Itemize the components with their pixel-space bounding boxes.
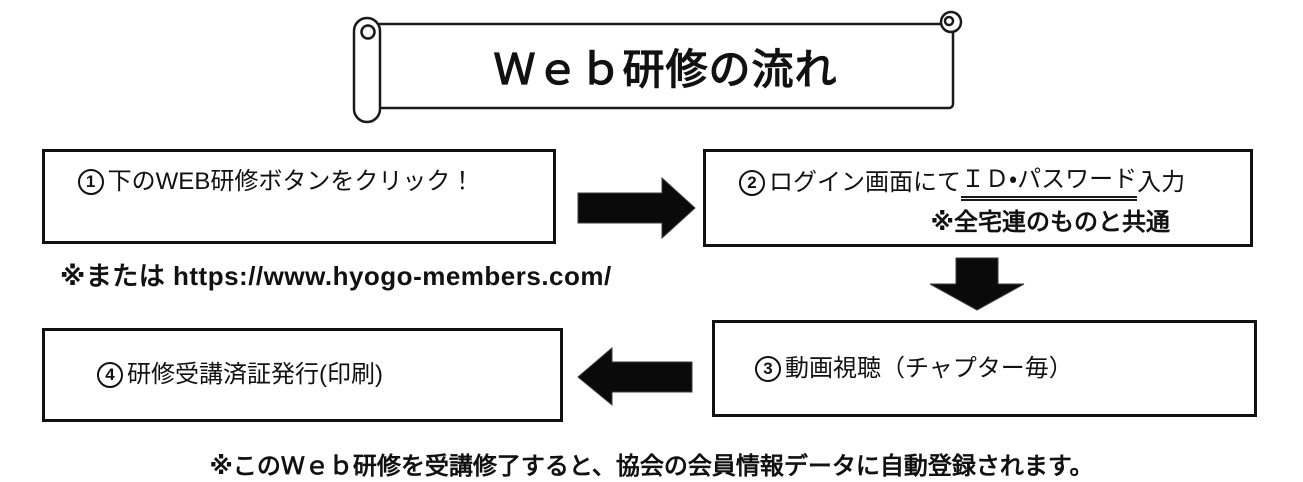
step-4-label: 研修受講済証発行(印刷) (127, 361, 383, 388)
step-3-label: 動画視聴（チャプター毎） (785, 354, 1073, 382)
step-2-label-id-password: ＩＤ・パスワード (961, 165, 1138, 201)
circled-number-1: 1 (77, 169, 104, 195)
circled-number-3: 3 (755, 355, 781, 382)
circled-number-4: 4 (97, 362, 123, 388)
step-1-box: 1 下のWEB研修ボタンをクリック！ (42, 149, 556, 244)
step-2-label-suffix: 入力 (1137, 169, 1186, 196)
alternative-url-note: ※または https://www.hyogo-members.com/ (60, 261, 612, 291)
step-2-note: ※全宅連のものと共通 (930, 209, 1170, 236)
arrow-right-icon (577, 176, 696, 240)
auto-registration-note: ※このＷｅｂ研修を受講修了すると、協会の会員情報データに自動登録されます。 (209, 453, 1094, 480)
circled-number-2: 2 (739, 170, 765, 196)
step-2-label-prefix: ログイン画面にて (769, 169, 961, 196)
page-title: Ｗｅｂ研修の流れ (493, 45, 838, 93)
arrow-down-icon (929, 257, 1025, 311)
scroll-banner-icon (352, 10, 963, 124)
arrow-left-icon (577, 346, 693, 407)
step-1-label: 下のWEB研修ボタンをクリック！ (107, 168, 475, 195)
step-2-box: 2 ログイン画面にて ＩＤ・パスワード 入力 ※全宅連のものと共通 (703, 149, 1253, 247)
step-3-box: 3 動画視聴（チャプター毎） (712, 320, 1257, 417)
step-4-box: 4 研修受講済証発行(印刷) (42, 328, 563, 422)
